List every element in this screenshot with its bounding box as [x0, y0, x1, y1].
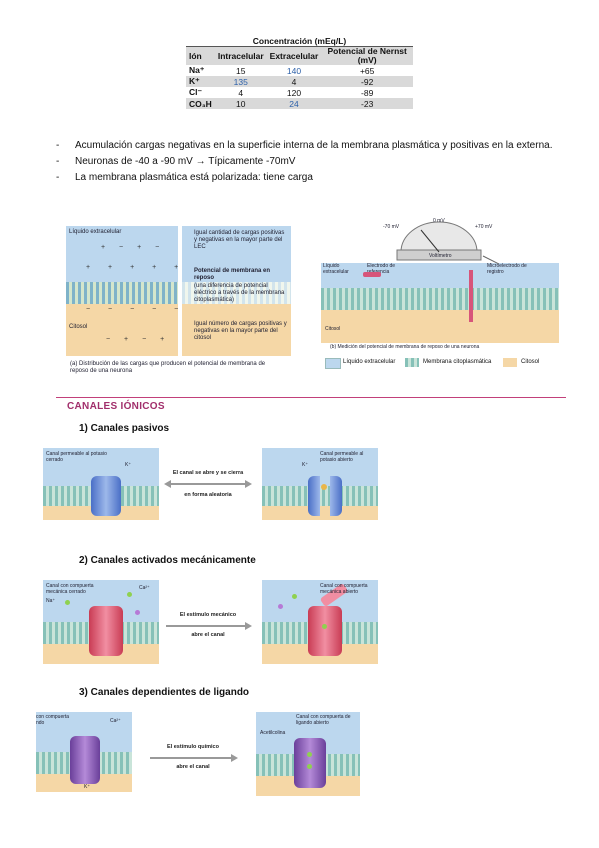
channel-label: Canal con compuerta mecánica cerrado [46, 583, 94, 595]
charge-signs: − − − − − [86, 306, 187, 313]
tick-label: +70 mV [475, 224, 493, 230]
potassium-ion [321, 484, 327, 490]
figure-a: Líquido extracelular Citosol + − + − + +… [66, 226, 291, 356]
note-lec: Igual cantidad de cargas positivas y neg… [194, 230, 285, 250]
channel-label: Canal con compuerta de ligando abierto [296, 714, 351, 726]
table-cell: 10 [214, 98, 267, 109]
reference-electrode [363, 272, 381, 277]
concentration-table: Concentración (mEq/L) Ión Intracelular E… [186, 36, 413, 109]
channel-figure-closed: Canal con compuerta mecánica cerrado Na⁺… [43, 580, 159, 664]
table-cell: Cl⁻ [189, 87, 202, 97]
table-cell: -23 [321, 98, 413, 109]
arrow-top-label: El estímulo mecánico [179, 612, 237, 618]
table-row: CO₃H 10 24 -23 [186, 98, 413, 109]
bullet-list: Acumulación cargas negativas en la super… [56, 139, 576, 187]
table-cell: -92 [321, 76, 413, 87]
table-row: Na⁺ 15 140 +65 [186, 65, 413, 76]
lec-label: Líquido extracelular [323, 263, 349, 275]
table-row: K⁺ 135 4 -92 [186, 76, 413, 87]
legend: Líquido extracelular Membrana citoplasmá… [325, 357, 555, 369]
channel-label: Canal con compuerta mecánica abierto [320, 583, 368, 595]
figure-b-caption: (b) Medición del potencial de membrana d… [330, 344, 480, 350]
table-cell: 15 [236, 65, 246, 76]
charge-signs: + − + − [101, 244, 166, 251]
table-header: Ión [186, 46, 215, 65]
channel-figure-closed: Canal permeable al potasio cerrado K⁺ [43, 448, 159, 520]
ligand-label: Acetilcolina [260, 730, 286, 736]
table-cell: K⁺ [186, 76, 215, 87]
table-cell: 140 [286, 65, 302, 76]
recording-microelectrode [469, 270, 473, 322]
ligand-channel [70, 736, 100, 784]
channel-figure-open: Canal permeable al potasio abierto K⁺ [262, 448, 378, 520]
arrow-top-label: El canal se abre y se cierra [172, 470, 244, 476]
table-header: Intracelular [214, 46, 267, 65]
arrow-top-label: El estímulo químico [167, 744, 219, 750]
channel-figure-open: Canal con compuerta mecánica abierto [262, 580, 378, 664]
arrow-right-icon [166, 622, 252, 630]
ligand-channel [294, 738, 326, 788]
table-header: Extracelular [266, 46, 322, 65]
section-divider [56, 397, 566, 398]
table-cell: 4 [238, 87, 244, 98]
table-cell: Na⁺ [189, 65, 205, 75]
legend-item: Citosol [521, 359, 540, 365]
list-item: Acumulación cargas negativas en la super… [56, 139, 576, 152]
section-title: CANALES IÓNICOS [67, 401, 165, 412]
list-item: Neuronas de -40 a -90 mV → Típicamente -… [56, 155, 576, 168]
arrow-bottom-label: abre el canal [191, 632, 225, 638]
charge-signs: − + − + [106, 336, 171, 343]
citosol-label: Citosol [69, 324, 88, 330]
table-cell: -89 [361, 87, 374, 98]
ion-label: K⁺ [84, 784, 90, 790]
potassium-channel [308, 476, 320, 516]
microelectrode-label: Microelectrodo de registro [487, 263, 527, 275]
figure-a-caption: (a) Distribución de las cargas que produ… [70, 361, 266, 374]
ion-label: K⁺ [125, 462, 131, 468]
mechanical-channel [89, 606, 123, 656]
channel-figure-open: Canal con compuerta de ligando abierto A… [256, 712, 360, 796]
arrow-bottom-label: abre el canal [176, 764, 210, 770]
list-item: La membrana plasmática está polarizada: … [56, 171, 576, 184]
note-citosol: Igual número de cargas positivas y negat… [194, 321, 287, 341]
table-cell: 120 [286, 87, 302, 98]
table-cell: CO₃H [186, 98, 215, 109]
channel-label: Canal permeable al potasio cerrado [46, 451, 107, 463]
lec-label: Líquido extracelular [69, 229, 122, 235]
channel-label: Canal permeable al potasio abierto [320, 451, 364, 463]
potassium-channel [91, 476, 121, 516]
table-row: Cl⁻ 4 120 -89 [186, 87, 413, 98]
potassium-channel [330, 476, 342, 516]
charge-signs: + + + + + [86, 264, 187, 271]
tick-label: 0 mV [433, 218, 445, 224]
table-cell: 24 [266, 98, 322, 109]
mechanical-channel [308, 606, 342, 656]
voltmeter-icon [396, 221, 499, 264]
tick-label: -70 mV [383, 224, 400, 230]
citosol-label: Citosol [325, 326, 341, 332]
ion-label: K⁺ [302, 462, 308, 468]
channel-title: 3) Canales dependientes de ligando [79, 687, 250, 698]
legend-item: Membrana citoplasmática [423, 359, 492, 365]
channel-title: 2) Canales activados mecánicamente [79, 555, 256, 566]
table-header: Potencial de Nernst (mV) [321, 46, 413, 65]
table-cell: 135 [214, 76, 267, 87]
legend-item: Líquido extracelular [343, 359, 396, 365]
table-cell: 4 [266, 76, 322, 87]
ion-label: Na⁺ [46, 598, 56, 604]
double-arrow-icon [164, 480, 252, 488]
ion-label: Ca²⁺ [110, 718, 121, 724]
voltmeter-label: Voltímetro [429, 253, 452, 259]
table-cell: +65 [359, 65, 375, 76]
ion-label: Ca²⁺ [139, 585, 150, 591]
figure-b: Voltímetro -70 mV 0 mV +70 mV Líquido ex… [321, 218, 559, 343]
note-potential-body: (una diferencia de potencial eléctrico a… [194, 283, 285, 303]
channel-label: con compuerta ndo [36, 714, 70, 726]
arrow-bottom-label: en forma aleatoria [184, 492, 232, 498]
note-potential-title: Potencial de membrana en reposo [194, 268, 271, 281]
arrow-right-icon [150, 754, 238, 762]
channel-title: 1) Canales pasivos [79, 423, 170, 434]
table-caption: Concentración (mEq/L) [186, 36, 413, 47]
channel-figure-closed: con compuerta ndo Ca²⁺ K⁺ [36, 712, 132, 792]
